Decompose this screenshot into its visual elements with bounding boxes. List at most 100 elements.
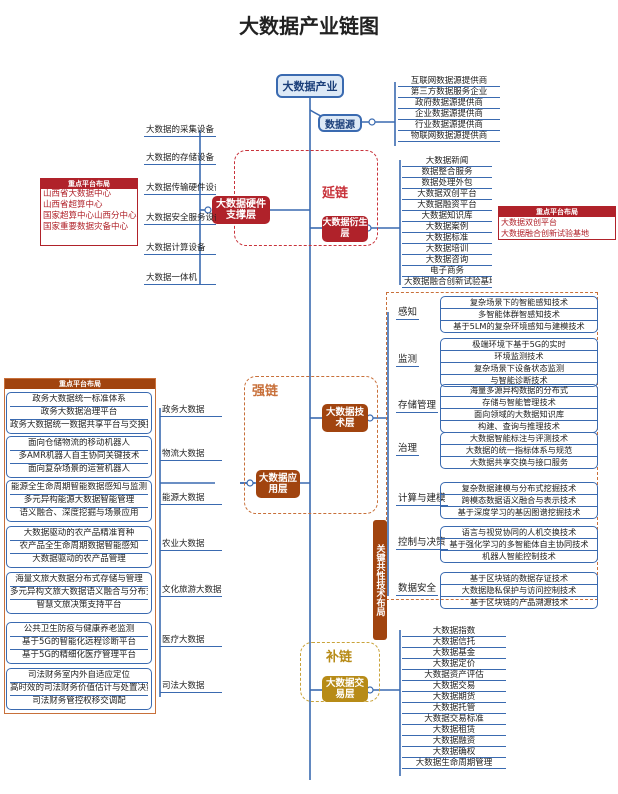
application-category-label: 能源大数据	[160, 492, 222, 505]
tech-item: 构建、查询与推理技术	[478, 421, 560, 431]
derivative-platform-panel: 重点平台布局 大数据双创平台大数据融合创新试验基地	[498, 206, 616, 240]
tech-category-label: 数据安全	[396, 582, 439, 596]
application-item: 面向仓储物流的移动机器人	[10, 438, 148, 451]
application-item: 语义融合、深度挖掘与场景应用	[19, 508, 139, 518]
tech-category-label: 监测	[396, 354, 420, 367]
exchange-item: 大数据定价	[402, 659, 506, 670]
derivative-item: 电子商务	[402, 266, 492, 277]
key-tech-vertical-label: 关键共性技术布局	[373, 520, 387, 640]
exchange-item: 大数据资产评估	[402, 670, 506, 681]
tech-item: 基于5LM的复杂环境感知与建模技术	[453, 321, 585, 331]
application-item-group: 大数据驱动的农产品精准育种农产品全生命周期数据智能感知大数据驱动的农产品管理	[6, 526, 152, 568]
application-item-group: 公共卫生防疫与健康养老监测基于5G的智能化远程诊断平台基于5G的精细化医疗管理平…	[6, 622, 152, 664]
platform-item: 大数据融合创新试验基地	[501, 229, 589, 238]
tech-category-label: 存储管理	[396, 400, 439, 413]
application-item-group: 海量文旅大数据分布式存储与管理多元异构文旅大数据语义融合与分布式挖掘智慧文旅决策…	[6, 572, 152, 614]
exchange-item: 大数据信托	[402, 637, 506, 648]
exchange-item: 大数据托管	[402, 703, 506, 714]
tech-item: 大数据智能标注与评测技术	[441, 433, 597, 445]
data-source-item: 第三方数据服务企业	[398, 87, 500, 98]
data-source-list: 互联网数据源提供商第三方数据服务企业政府数据源提供商企业数据源提供商行业数据源提…	[398, 76, 500, 142]
exchange-item: 大数据基金	[402, 648, 506, 659]
tech-item: 大数据隐私保护与访问控制技术	[441, 585, 597, 597]
tech-item: 基于区块链的数据存证技术	[441, 573, 597, 585]
derivative-item: 大数据新闻	[402, 156, 492, 167]
exchange-item: 大数据指数	[402, 626, 506, 637]
data-source-item: 行业数据源提供商	[398, 120, 500, 131]
application-item: 多AMR机器人自主协同关键技术	[10, 451, 148, 464]
extend-chain-label: 延链	[322, 186, 349, 201]
application-item: 能源全生命周期智能数据感知与监测	[10, 482, 148, 495]
platform-item: 国家超算中心山西分中心	[43, 211, 137, 221]
tech-item: 基于深度学习的基因图谱挖掘技术	[457, 507, 581, 517]
application-item: 多元异构能源大数据智能管理	[10, 495, 148, 508]
derivative-item: 大数据标准	[402, 233, 492, 244]
tech-category-label: 控制与决策	[396, 536, 448, 550]
exchange-item: 大数据交易	[402, 681, 506, 692]
tech-item-group: 复杂场景下的智能感知技术多智能体群智感知技术基于5LM的复杂环境感知与建模技术	[440, 296, 598, 333]
application-item-group: 能源全生命周期智能数据感知与监测多元异构能源大数据智能管理语义融合、深度挖掘与场…	[6, 480, 152, 522]
hardware-item: 大数据一体机	[144, 272, 216, 285]
tech-item-group: 极端环境下基于5G的实时环境监测技术复杂场景下设备状态监测与智能诊断技术	[440, 338, 598, 387]
tech-item: 多智能体群智感知技术	[441, 309, 597, 321]
derivative-item: 大数据培训	[402, 244, 492, 255]
data-source-node: 数据源	[318, 114, 362, 132]
application-category-label: 医疗大数据	[160, 634, 222, 647]
tech-item: 语言与视觉协同的人机交换技术	[441, 527, 597, 539]
derivative-item: 大数据双创平台	[402, 189, 492, 200]
derivative-item: 大数据案例	[402, 222, 492, 233]
tech-item: 极端环境下基于5G的实时	[441, 339, 597, 351]
application-item: 政务大数据统一数据共享平台与交换接口	[10, 420, 148, 430]
tech-item: 与智能诊断技术	[490, 375, 548, 385]
application-item: 司法财务室内外自适应定位	[10, 670, 148, 683]
application-item: 政务大数据统一标准体系	[10, 394, 148, 407]
hardware-item: 大数据的存储设备	[144, 153, 216, 165]
tech-item: 复杂数据建模与分布式挖掘技术	[441, 483, 597, 495]
exchange-item: 大数据租赁	[402, 725, 506, 736]
application-item: 大数据驱动的农产品精准育种	[10, 528, 148, 541]
data-source-item: 互联网数据源提供商	[398, 76, 500, 87]
derivative-item: 数据处理外包	[402, 178, 492, 189]
application-category-label: 物流大数据	[160, 448, 222, 461]
application-item: 多元异构文旅大数据语义融合与分布式挖掘	[10, 587, 148, 600]
application-category-label: 政务大数据	[160, 404, 222, 417]
tech-item: 基于区块链的产品溯源技术	[469, 597, 569, 607]
hardware-layer-node: 大数据硬件支撑层	[212, 196, 270, 224]
application-item-group: 司法财务室内外自适应定位高时效的司法财务价值估计与处置决策司法财务管控权移交调配	[6, 668, 152, 710]
application-item: 基于5G的智能化远程诊断平台	[10, 637, 148, 650]
tech-category-label: 计算与建模	[396, 492, 448, 506]
exchange-item: 大数据融资	[402, 736, 506, 747]
derivative-item: 大数据咨询	[402, 255, 492, 266]
derivative-layer-node: 大数据衍生层	[322, 216, 368, 242]
application-category-label: 司法大数据	[160, 680, 222, 693]
application-item: 公共卫生防疫与健康养老监测	[10, 624, 148, 637]
tech-item: 跨模态数据语义融合与表示技术	[441, 495, 597, 507]
derivative-list: 大数据新闻数据整合服务数据处理外包大数据双创平台大数据融资平台大数据知识库大数据…	[402, 156, 492, 288]
exchange-item: 大数据确权	[402, 747, 506, 758]
exchange-item: 大数据期货	[402, 692, 506, 703]
application-item-group: 面向仓储物流的移动机器人多AMR机器人自主协同关键技术面向复杂场景的运营机器人	[6, 436, 152, 478]
tech-category-label: 感知	[396, 306, 420, 320]
strong-chain-label: 强链	[252, 384, 279, 399]
panel-header: 重点平台布局	[41, 179, 137, 189]
tech-item: 复杂场景下的智能感知技术	[441, 297, 597, 309]
application-item: 面向复杂场景的运营机器人	[27, 464, 130, 474]
application-item: 司法财务管控权移交调配	[32, 696, 126, 706]
tech-item: 存储与智能管理技术	[441, 397, 597, 409]
panel-header: 重点平台布局	[499, 207, 615, 217]
hardware-item: 大数据安全服务设备	[144, 213, 216, 225]
platform-item: 山西省超算中心	[43, 200, 103, 210]
tech-item-group: 海量多源异构数据的分布式存储与智能管理技术面向领域的大数据知识库构建、查询与推理…	[440, 384, 598, 433]
derivative-item: 大数据融资平台	[402, 200, 492, 211]
application-item: 基于5G的精细化医疗管理平台	[22, 650, 136, 660]
exchange-layer-node: 大数据交易层	[322, 676, 368, 702]
platform-item: 山西省大数据中心	[43, 189, 112, 199]
tech-item: 大数据的统一指标体系与规范	[441, 445, 597, 457]
platform-item: 国家重要数据灾备中心	[43, 222, 129, 232]
data-source-item: 政府数据源提供商	[398, 98, 500, 109]
tech-item-group: 复杂数据建模与分布式挖掘技术跨模态数据语义融合与表示技术基于深度学习的基因图谱挖…	[440, 482, 598, 519]
application-item: 智慧文旅决策支持平台	[36, 600, 122, 610]
hardware-item: 大数据的采集设备	[144, 125, 216, 137]
application-item: 高时效的司法财务价值估计与处置决策	[10, 683, 148, 696]
application-category-label: 农业大数据	[160, 538, 222, 551]
